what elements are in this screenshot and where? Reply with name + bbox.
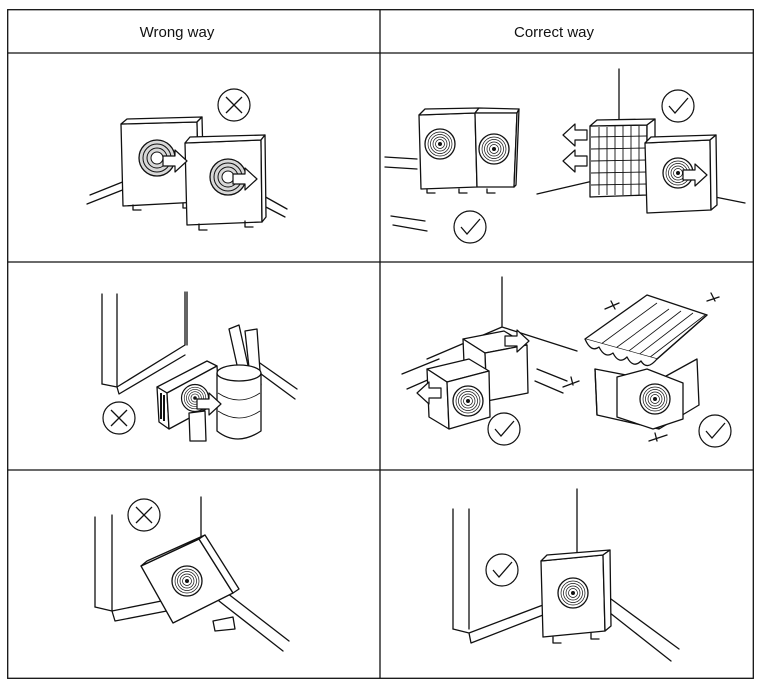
check-circle-icon xyxy=(698,414,732,448)
check-circle-icon xyxy=(661,89,695,123)
header-wrong-way: Wrong way xyxy=(140,24,215,41)
cross-circle-icon xyxy=(102,401,136,435)
check-circle-icon xyxy=(487,412,521,446)
illustration-unit-upright-correct xyxy=(452,488,680,662)
check-circle-icon xyxy=(485,553,519,587)
cross-circle-icon xyxy=(127,498,161,532)
header-correct-way: Correct way xyxy=(514,24,595,41)
illustration-units-side-by-side-correct xyxy=(384,68,746,244)
check-circle-icon xyxy=(453,210,487,244)
illustration-units-facing-wrong xyxy=(86,88,288,231)
illustration-unit-obstructed-wrong xyxy=(101,291,298,442)
illustration-corner-and-awning-correct xyxy=(401,276,732,448)
illustration-unit-tilted-wrong xyxy=(94,496,290,652)
cross-circle-icon xyxy=(217,88,251,122)
installation-guide-table: Wrong way Correct way xyxy=(7,9,754,679)
